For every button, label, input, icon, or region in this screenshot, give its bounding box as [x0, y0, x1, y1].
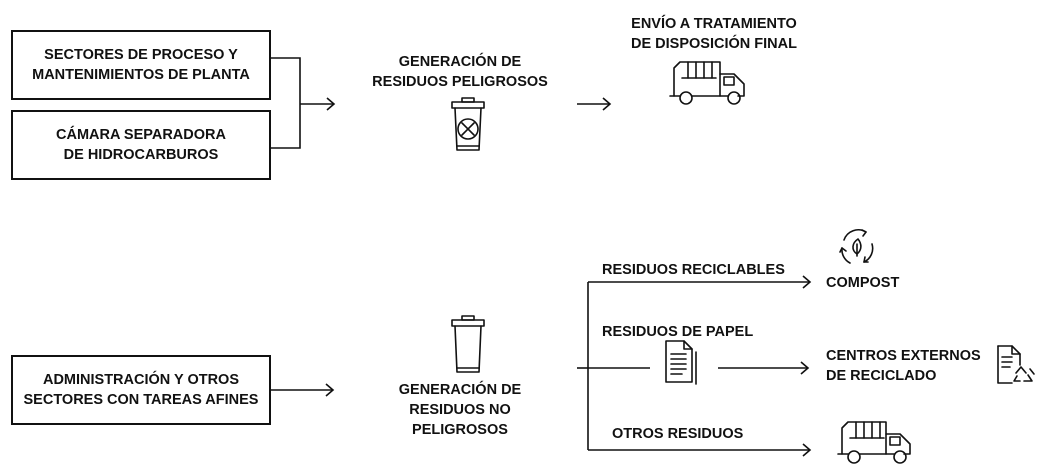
- document-icon: [665, 340, 697, 385]
- separator-chamber-box: CÁMARA SEPARADORA DE HIDROCARBUROS: [11, 110, 271, 180]
- process-sectors-label: SECTORES DE PROCESO Y MANTENIMIENTOS DE …: [32, 47, 250, 83]
- recycle-document-icon: [997, 345, 1035, 384]
- trash-bin-icon: [451, 315, 485, 373]
- compost-label: COMPOST: [826, 275, 900, 291]
- branch-other-label: OTROS RESIDUOS: [612, 426, 744, 442]
- arrowhead: [326, 97, 336, 111]
- arrowhead: [802, 443, 812, 457]
- garbage-truck-icon: [837, 421, 911, 464]
- administration-box: ADMINISTRACIÓN Y OTROS SECTORES CON TARE…: [11, 355, 271, 425]
- branch-recyclable-label: RESIDUOS RECICLABLES: [602, 262, 785, 278]
- recycling-centers-label: CENTROS EXTERNOS DE RECICLADO: [826, 348, 981, 384]
- arrowhead: [800, 361, 810, 375]
- hazardous-generation-label: GENERACIÓN DE RESIDUOS PELIGROSOS: [372, 54, 548, 90]
- arrowhead: [325, 383, 335, 397]
- separator-chamber-label: CÁMARA SEPARADORA DE HIDROCARBUROS: [56, 127, 226, 163]
- branch-paper-label: RESIDUOS DE PAPEL: [602, 324, 754, 340]
- compost-icon: [839, 229, 874, 264]
- merge-bracket: [271, 57, 301, 149]
- process-sectors-box: SECTORES DE PROCESO Y MANTENIMIENTOS DE …: [11, 30, 271, 100]
- administration-label: ADMINISTRACIÓN Y OTROS SECTORES CON TARE…: [23, 372, 259, 408]
- final-disposal-label: ENVÍO A TRATAMIENTO DE DISPOSICIÓN FINAL: [631, 16, 797, 52]
- nonhazardous-generation-label: GENERACIÓN DE RESIDUOS NO PELIGROSOS: [398, 382, 522, 438]
- garbage-truck-icon: [669, 61, 745, 105]
- hazardous-bin-icon: [451, 97, 485, 151]
- arrowhead: [802, 275, 812, 289]
- arrowhead: [602, 97, 612, 111]
